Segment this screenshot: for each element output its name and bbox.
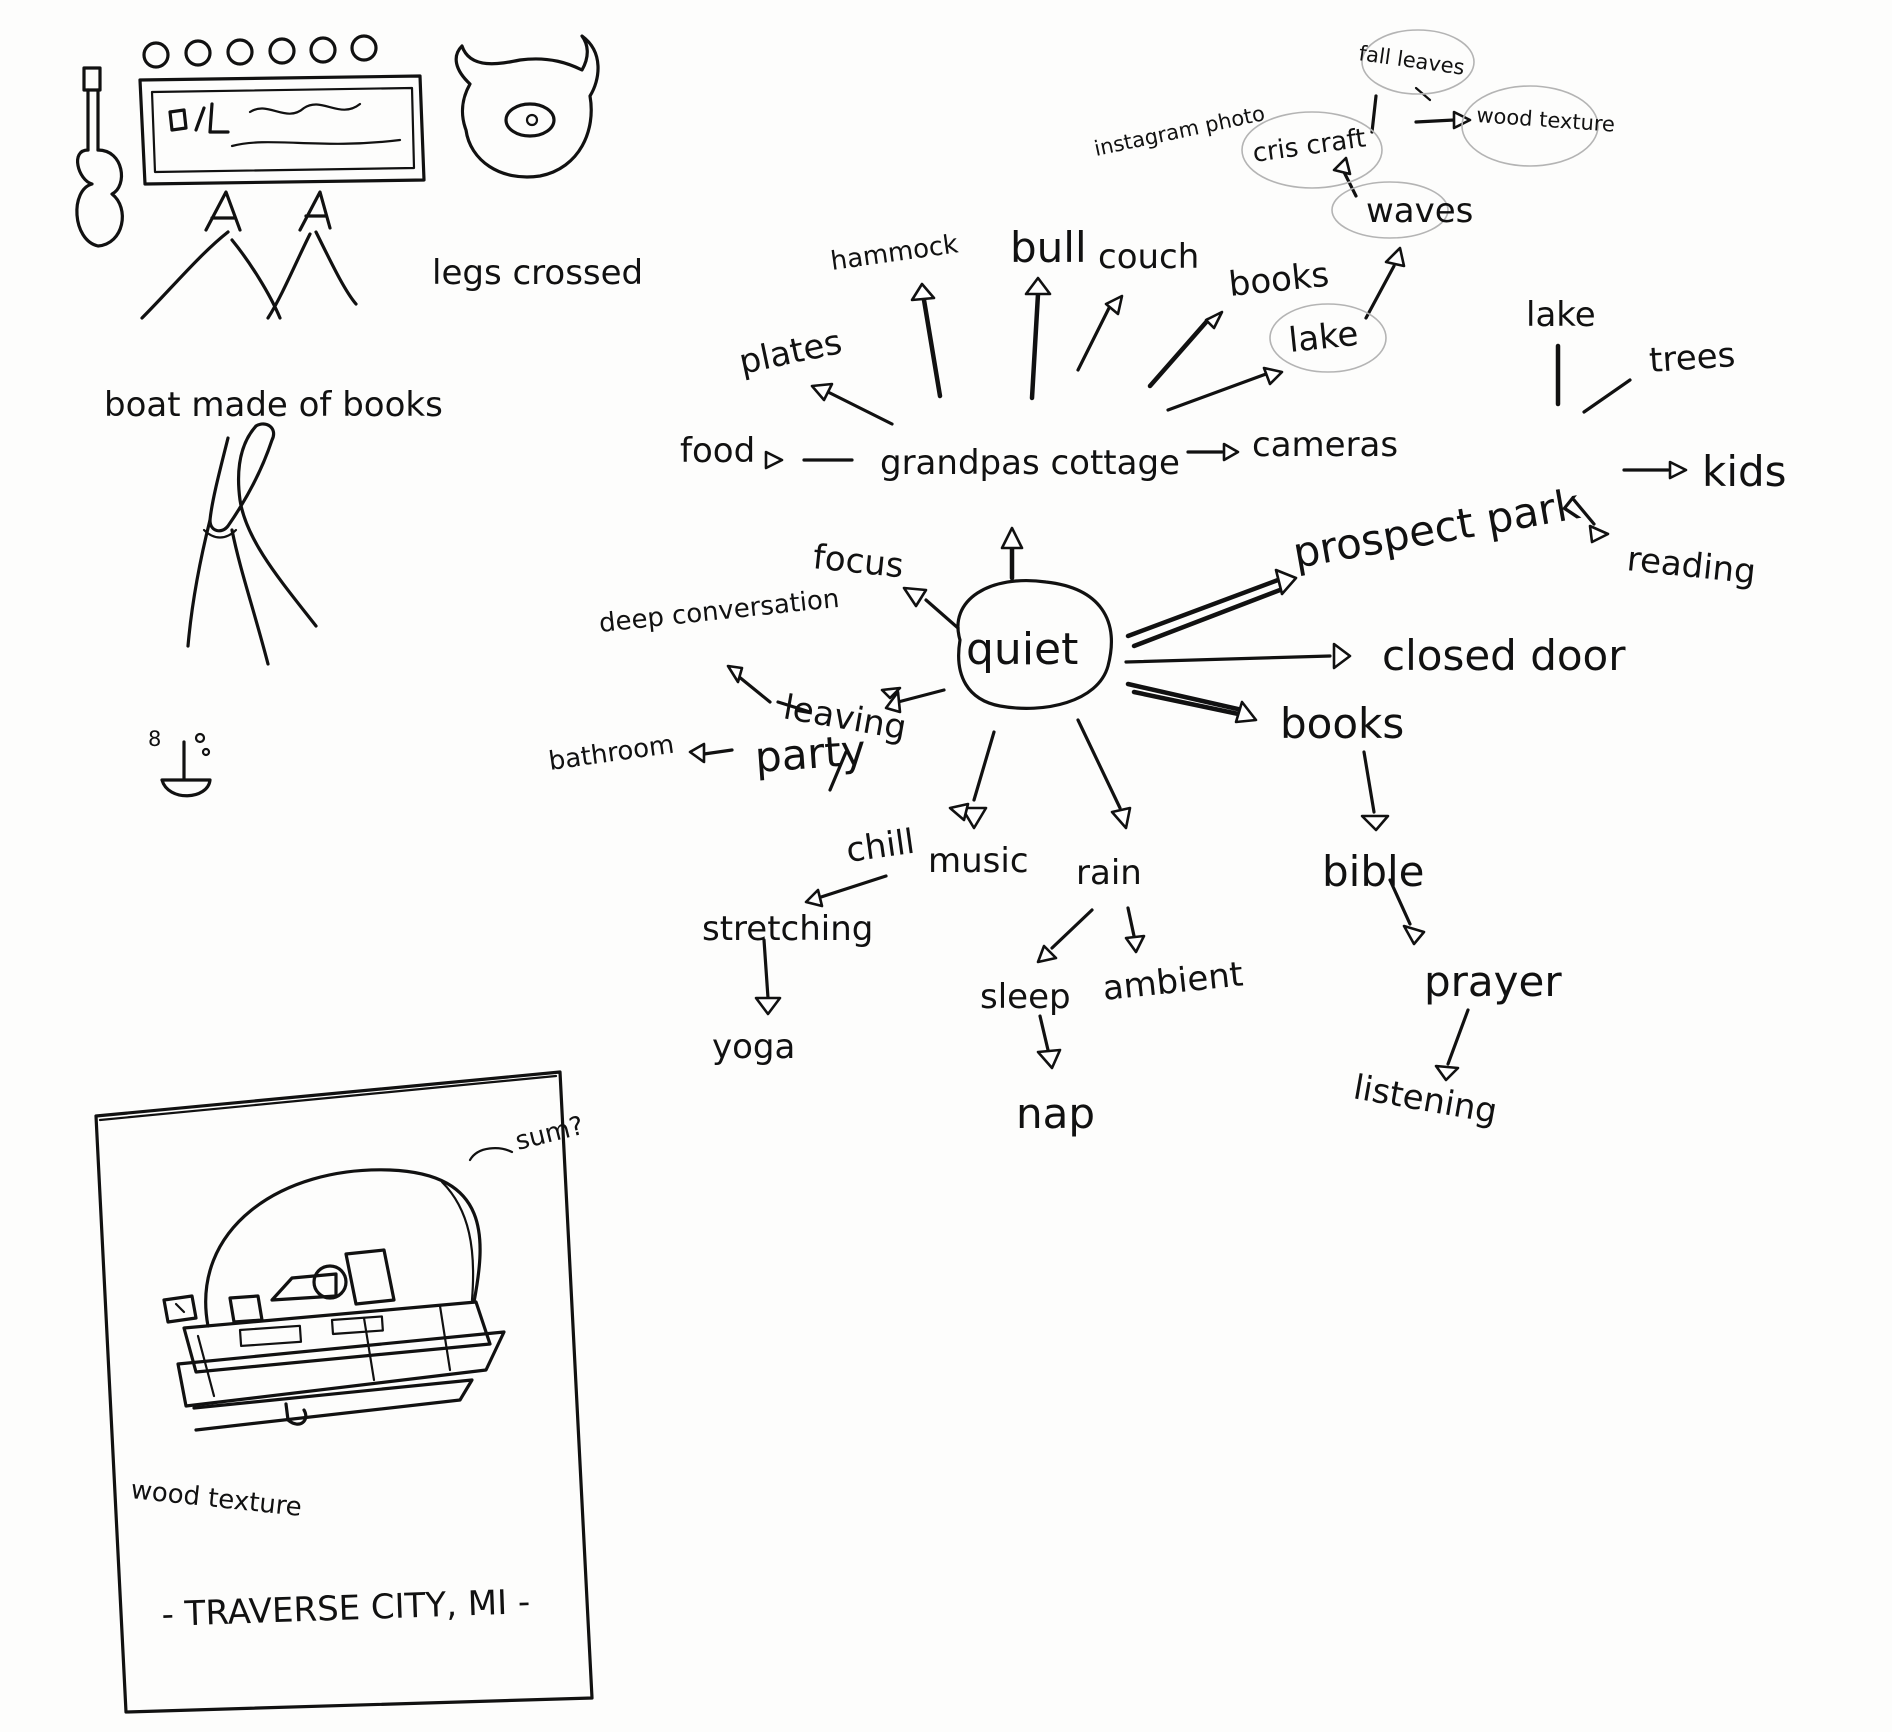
- boat-made-of-books-label: boat made of books: [104, 385, 443, 425]
- node-trees: trees: [1648, 335, 1737, 381]
- node-rain: rain: [1076, 853, 1142, 893]
- node-stretching: stretching: [702, 909, 873, 949]
- poster-question: sum?: [512, 1111, 586, 1157]
- poster-location: - TRAVERSE CITY, MI -: [161, 1582, 531, 1635]
- node-bull: bull: [1010, 223, 1087, 272]
- guitar-icon: [75, 66, 124, 248]
- amp-screen-drawing: [138, 74, 426, 186]
- legs-drawing: [140, 190, 358, 320]
- node-music: music: [928, 841, 1029, 881]
- node-books-top: books: [1227, 255, 1331, 305]
- node-lake-top: lake: [1287, 314, 1360, 361]
- node-prospect-park: prospect park: [1289, 479, 1584, 578]
- node-quiet: quiet: [966, 624, 1078, 675]
- monster-icon: [454, 34, 600, 179]
- node-chill: chill: [844, 822, 917, 871]
- anchor-icon: 8: [148, 727, 212, 798]
- node-plates: plates: [736, 322, 846, 383]
- node-closed-door: closed door: [1382, 631, 1626, 680]
- node-party: party: [753, 725, 867, 782]
- sketch-top-left: legs crossed: [75, 34, 643, 320]
- node-grandpas-cottage: grandpas cottage: [880, 443, 1180, 483]
- node-cris-craft: cris craft: [1251, 123, 1368, 169]
- node-bathroom: bathroom: [547, 730, 676, 777]
- node-deep-conversation: deep conversation: [598, 584, 841, 639]
- node-listening: listening: [1350, 1067, 1500, 1132]
- legs-crossed-label: legs crossed: [432, 253, 643, 293]
- node-food: food: [680, 431, 755, 471]
- fall-leaves-bubble: [1361, 29, 1475, 95]
- node-focus: focus: [811, 537, 905, 586]
- node-waves: waves: [1366, 191, 1473, 231]
- node-couch: couch: [1098, 237, 1199, 277]
- node-yoga: yoga: [712, 1027, 795, 1067]
- poster-wood-texture: wood texture: [129, 1475, 303, 1523]
- node-lake-right: lake: [1526, 295, 1596, 335]
- svg-text:8: 8: [148, 727, 161, 751]
- wood-texture-bubble: [1461, 85, 1599, 167]
- node-hammock: hammock: [829, 229, 960, 277]
- sketch-boat-books: boat made of books 8: [104, 385, 443, 798]
- node-kids: kids: [1702, 447, 1787, 496]
- mindmap-outlines: [956, 29, 1599, 710]
- lake-top-bubble: [1269, 303, 1387, 373]
- node-wood-texture-top: wood texture: [1476, 103, 1616, 137]
- node-bible: bible: [1322, 847, 1425, 896]
- node-nap: nap: [1016, 1089, 1095, 1138]
- poster-sketch: sum? wood texture - TRAVERSE CITY, MI -: [94, 1070, 594, 1714]
- node-ambient: ambient: [1101, 954, 1245, 1008]
- waves-bubble: [1331, 181, 1449, 239]
- node-reading: reading: [1625, 539, 1758, 592]
- poster-frame: [94, 1070, 594, 1714]
- mindmap-labels: quiet grandpas cottage food plates hammo…: [547, 41, 1787, 1138]
- knob-row: [142, 34, 378, 69]
- node-cameras: cameras: [1252, 425, 1398, 465]
- node-prayer: prayer: [1424, 957, 1562, 1006]
- quiet-bubble: [956, 579, 1113, 710]
- node-fall-leaves: fall leaves: [1357, 41, 1466, 80]
- mindmap-connectors: [702, 86, 1670, 1066]
- cris-craft-bubble: [1241, 111, 1383, 189]
- node-books-right: books: [1280, 699, 1404, 748]
- node-instagram-photo: instagram photo: [1092, 101, 1267, 161]
- node-sleep: sleep: [980, 977, 1071, 1017]
- mindmap-arrowheads: [688, 110, 1688, 1082]
